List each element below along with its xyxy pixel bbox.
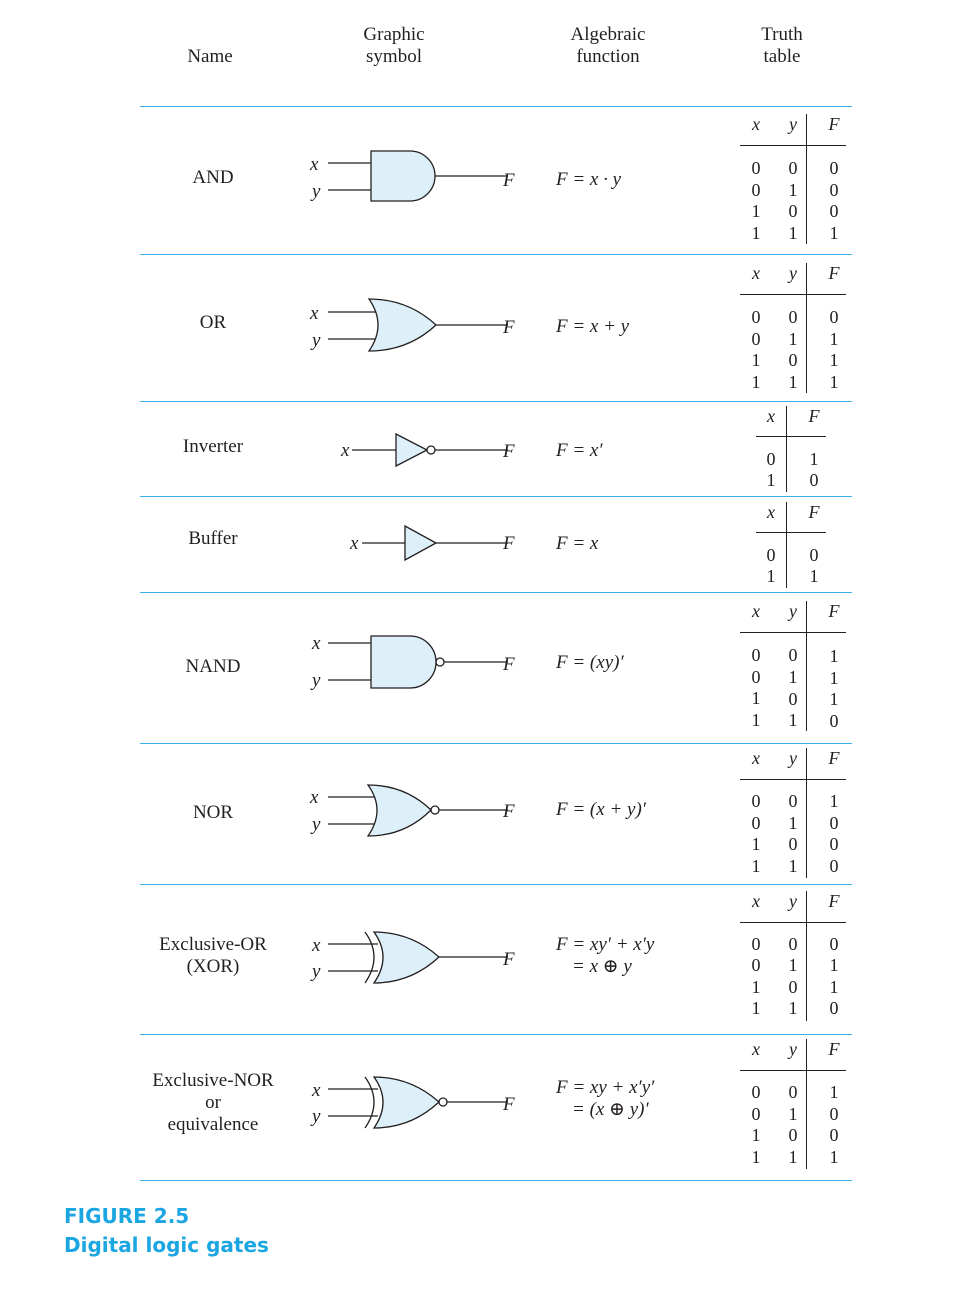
figure-title: Digital logic gates [64,1233,269,1257]
truth-table-buffer: x F 0 0 1 1 [756,502,826,588]
row-divider [140,743,852,744]
xor-input-x: x [311,935,321,956]
inverter-output: F [502,441,515,462]
or-input-x: x [309,303,319,324]
and-output: F [502,170,515,191]
truth-table-inverter: x F 0 1 1 0 [756,406,826,492]
nor-input-x: x [309,787,319,808]
truth-table-xnor: x y F 0 0 1 0 1 0 1 0 0 1 1 1 [740,1039,846,1171]
gate-name-buffer: Buffer [188,528,238,549]
buffer-gate-symbol: x F [349,524,515,562]
and-input-x: x [309,154,319,175]
xor-output: F [502,949,515,970]
gate-name-nor: NOR [192,802,234,823]
function-or: F = x + y [556,316,630,337]
row-divider [140,496,852,497]
figure-number: FIGURE 2.5 [64,1204,190,1228]
xnor-input-y: y [310,1106,321,1127]
truth-table-xor: x y F 0 0 0 0 1 1 1 0 1 1 1 0 [740,891,846,1023]
header-name: Name [187,46,233,67]
function-inverter: F = x′ [556,440,603,461]
row-divider [140,1180,852,1181]
nand-gate-symbol: x y F [310,633,515,691]
nor-input-y: y [310,814,321,835]
inverter-input-x: x [340,440,350,461]
row-divider [140,592,852,593]
xor-gate-symbol: x y F [310,931,515,984]
or-output: F [502,317,515,338]
nor-output: F [502,801,515,822]
truth-table-or: x y F 0 0 0 0 1 1 1 0 1 1 1 1 [740,263,846,395]
truth-table-and: x y F 0 0 0 0 1 0 1 0 0 1 1 1 [740,114,846,246]
row-divider [140,401,852,402]
or-input-y: y [310,330,321,351]
function-buffer: F = x [556,533,599,554]
buffer-output: F [502,533,515,554]
function-and: F = x · y [556,169,622,190]
inverter-gate-symbol: x F [340,432,515,468]
nand-input-y: y [310,670,321,691]
truth-table-nand: x y F 0 0 1 0 1 1 1 0 1 1 1 0 [740,601,846,733]
gate-name-xor: Exclusive-OR(XOR) [159,934,267,977]
buffer-input-x: x [349,533,359,554]
nand-input-x: x [311,633,321,654]
xnor-gate-symbol: x y F [310,1076,515,1129]
row-divider [140,106,852,107]
and-gate-symbol: x y F [309,150,515,202]
gate-name-or: OR [199,312,227,333]
function-nor: F = (x + y)′ [556,799,646,820]
gate-name-nand: NAND [185,656,241,677]
row-divider [140,1034,852,1035]
and-input-y: y [310,181,321,202]
function-nand: F = (xy)′ [556,652,624,673]
nor-gate-symbol: x y F [309,784,515,837]
gate-name-and: AND [192,167,234,188]
function-xnor: F = xy + x′y′ = (x ⊕ y)′ [556,1077,655,1120]
truth-table-nor: x y F 0 0 1 0 1 0 1 0 0 1 1 0 [740,748,846,880]
xnor-output: F [502,1094,515,1115]
xnor-input-x: x [311,1080,321,1101]
row-divider [140,254,852,255]
or-gate-symbol: x y F [309,298,515,352]
nand-output: F [502,654,515,675]
row-divider [140,884,852,885]
xor-input-y: y [310,961,321,982]
function-xor: F = xy′ + x′y = x ⊕ y [556,934,655,977]
gate-name-inverter: Inverter [182,436,244,457]
